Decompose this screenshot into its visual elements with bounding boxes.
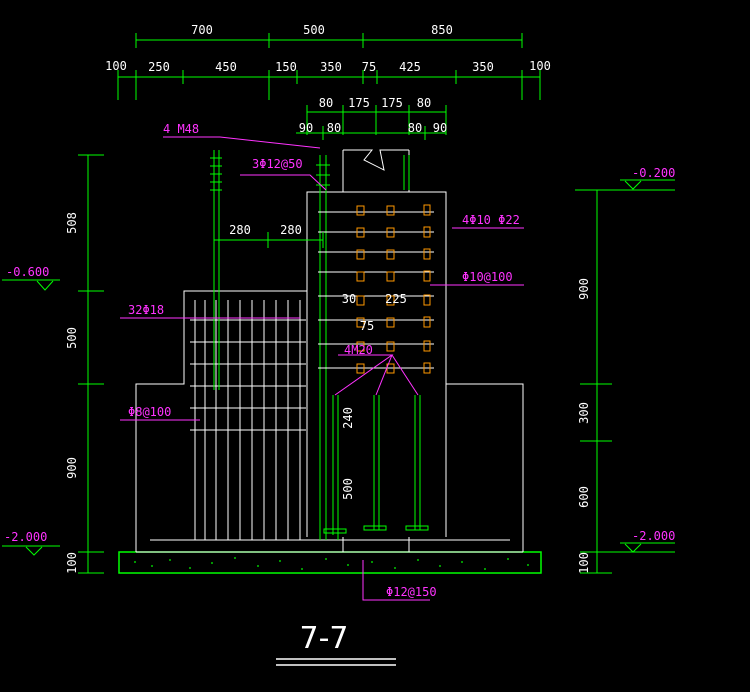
dim-left-2: 900	[65, 457, 79, 479]
dim-inner-2: 30	[342, 292, 356, 306]
dim-top-2-5: 75	[362, 60, 376, 74]
dim-top-2-1: 250	[148, 60, 170, 74]
dim-inner-3: 225	[385, 292, 407, 306]
elevation-left-upper: -0.600	[6, 265, 49, 279]
label-bars-right-a: 4Φ10 Φ22	[462, 213, 520, 227]
label-bolts-center: 4M20	[344, 343, 373, 357]
dim-top-2-7: 350	[472, 60, 494, 74]
section-title: 7-7	[276, 621, 396, 666]
dim-top-2-3: 150	[275, 60, 297, 74]
dim-top-2-2: 450	[215, 60, 237, 74]
label-anchor-bolts: 4 M48	[163, 122, 199, 136]
dim-inner-0: 280	[229, 223, 251, 237]
elevation-texts: -0.600 -2.000 -0.200 -2.000	[4, 166, 675, 544]
dim-right-1: 300	[577, 402, 591, 424]
inner-dimension-lines	[213, 232, 339, 540]
annotation-labels: 4 M48 3Φ12@50 4Φ10 Φ22 Φ10@100 32Φ18 4M2…	[128, 122, 520, 599]
elevation-markers	[2, 179, 675, 556]
left-dimension-texts: 508 500 900 100	[65, 212, 79, 574]
dim-top-2-4: 350	[320, 60, 342, 74]
elevation-left-lower: -2.000	[4, 530, 47, 544]
dim-inner-6: 500	[341, 478, 355, 500]
leader-lines	[120, 136, 524, 601]
dim-top-3-2: 175	[381, 96, 403, 110]
inner-dimension-texts: 280 280 30 225 75 240 500	[229, 223, 407, 500]
rebar-grid-left	[150, 300, 510, 541]
left-dimension-lines	[78, 154, 104, 574]
dim-top-4-3: 90	[433, 121, 447, 135]
top-dimension-lines	[117, 33, 541, 140]
concrete-outline	[135, 149, 524, 553]
dim-top-3-0: 80	[319, 96, 333, 110]
dim-top-2-6: 425	[399, 60, 421, 74]
bar-sections	[356, 204, 431, 374]
foundation-cushion	[118, 551, 542, 574]
dim-inner-1: 280	[280, 223, 302, 237]
dim-right-2: 600	[577, 486, 591, 508]
dim-left-3: 100	[65, 552, 79, 574]
dim-inner-5: 240	[341, 407, 355, 429]
right-dimension-lines	[575, 189, 675, 574]
dim-top-3-3: 80	[417, 96, 431, 110]
label-bars-right-b: Φ10@100	[462, 270, 513, 284]
dim-left-1: 500	[65, 327, 79, 349]
label-main-bars: 32Φ18	[128, 303, 164, 317]
dim-top-4-0: 90	[299, 121, 313, 135]
label-stirrup-top: 3Φ12@50	[252, 157, 303, 171]
anchor-bolts	[210, 150, 429, 540]
top-dimension-texts: 700 500 850 100 250 450 150 350 75 425 3…	[105, 23, 551, 135]
dim-top-4-2: 80	[408, 121, 422, 135]
dim-right-3: 100	[577, 552, 591, 574]
right-dimension-texts: 900 300 600 100	[577, 278, 591, 574]
dim-top-4-1: 80	[327, 121, 341, 135]
label-bottom-bar: Φ12@150	[386, 585, 437, 599]
dim-right-0: 900	[577, 278, 591, 300]
dim-left-0: 508	[65, 212, 79, 234]
elevation-right-lower: -2.000	[632, 529, 675, 543]
dim-top-1-1: 500	[303, 23, 325, 37]
dim-top-2-0: 100	[105, 59, 127, 73]
dim-top-1-0: 700	[191, 23, 213, 37]
pedestal-ties	[318, 211, 434, 369]
elevation-right-upper: -0.200	[632, 166, 675, 180]
dim-top-3-1: 175	[348, 96, 370, 110]
section-title-text: 7-7	[300, 621, 349, 656]
dim-top-2-8: 100	[529, 59, 551, 73]
label-stirrup-left: Φ8@100	[128, 405, 171, 419]
dim-top-1-2: 850	[431, 23, 453, 37]
dim-inner-4: 75	[360, 319, 374, 333]
